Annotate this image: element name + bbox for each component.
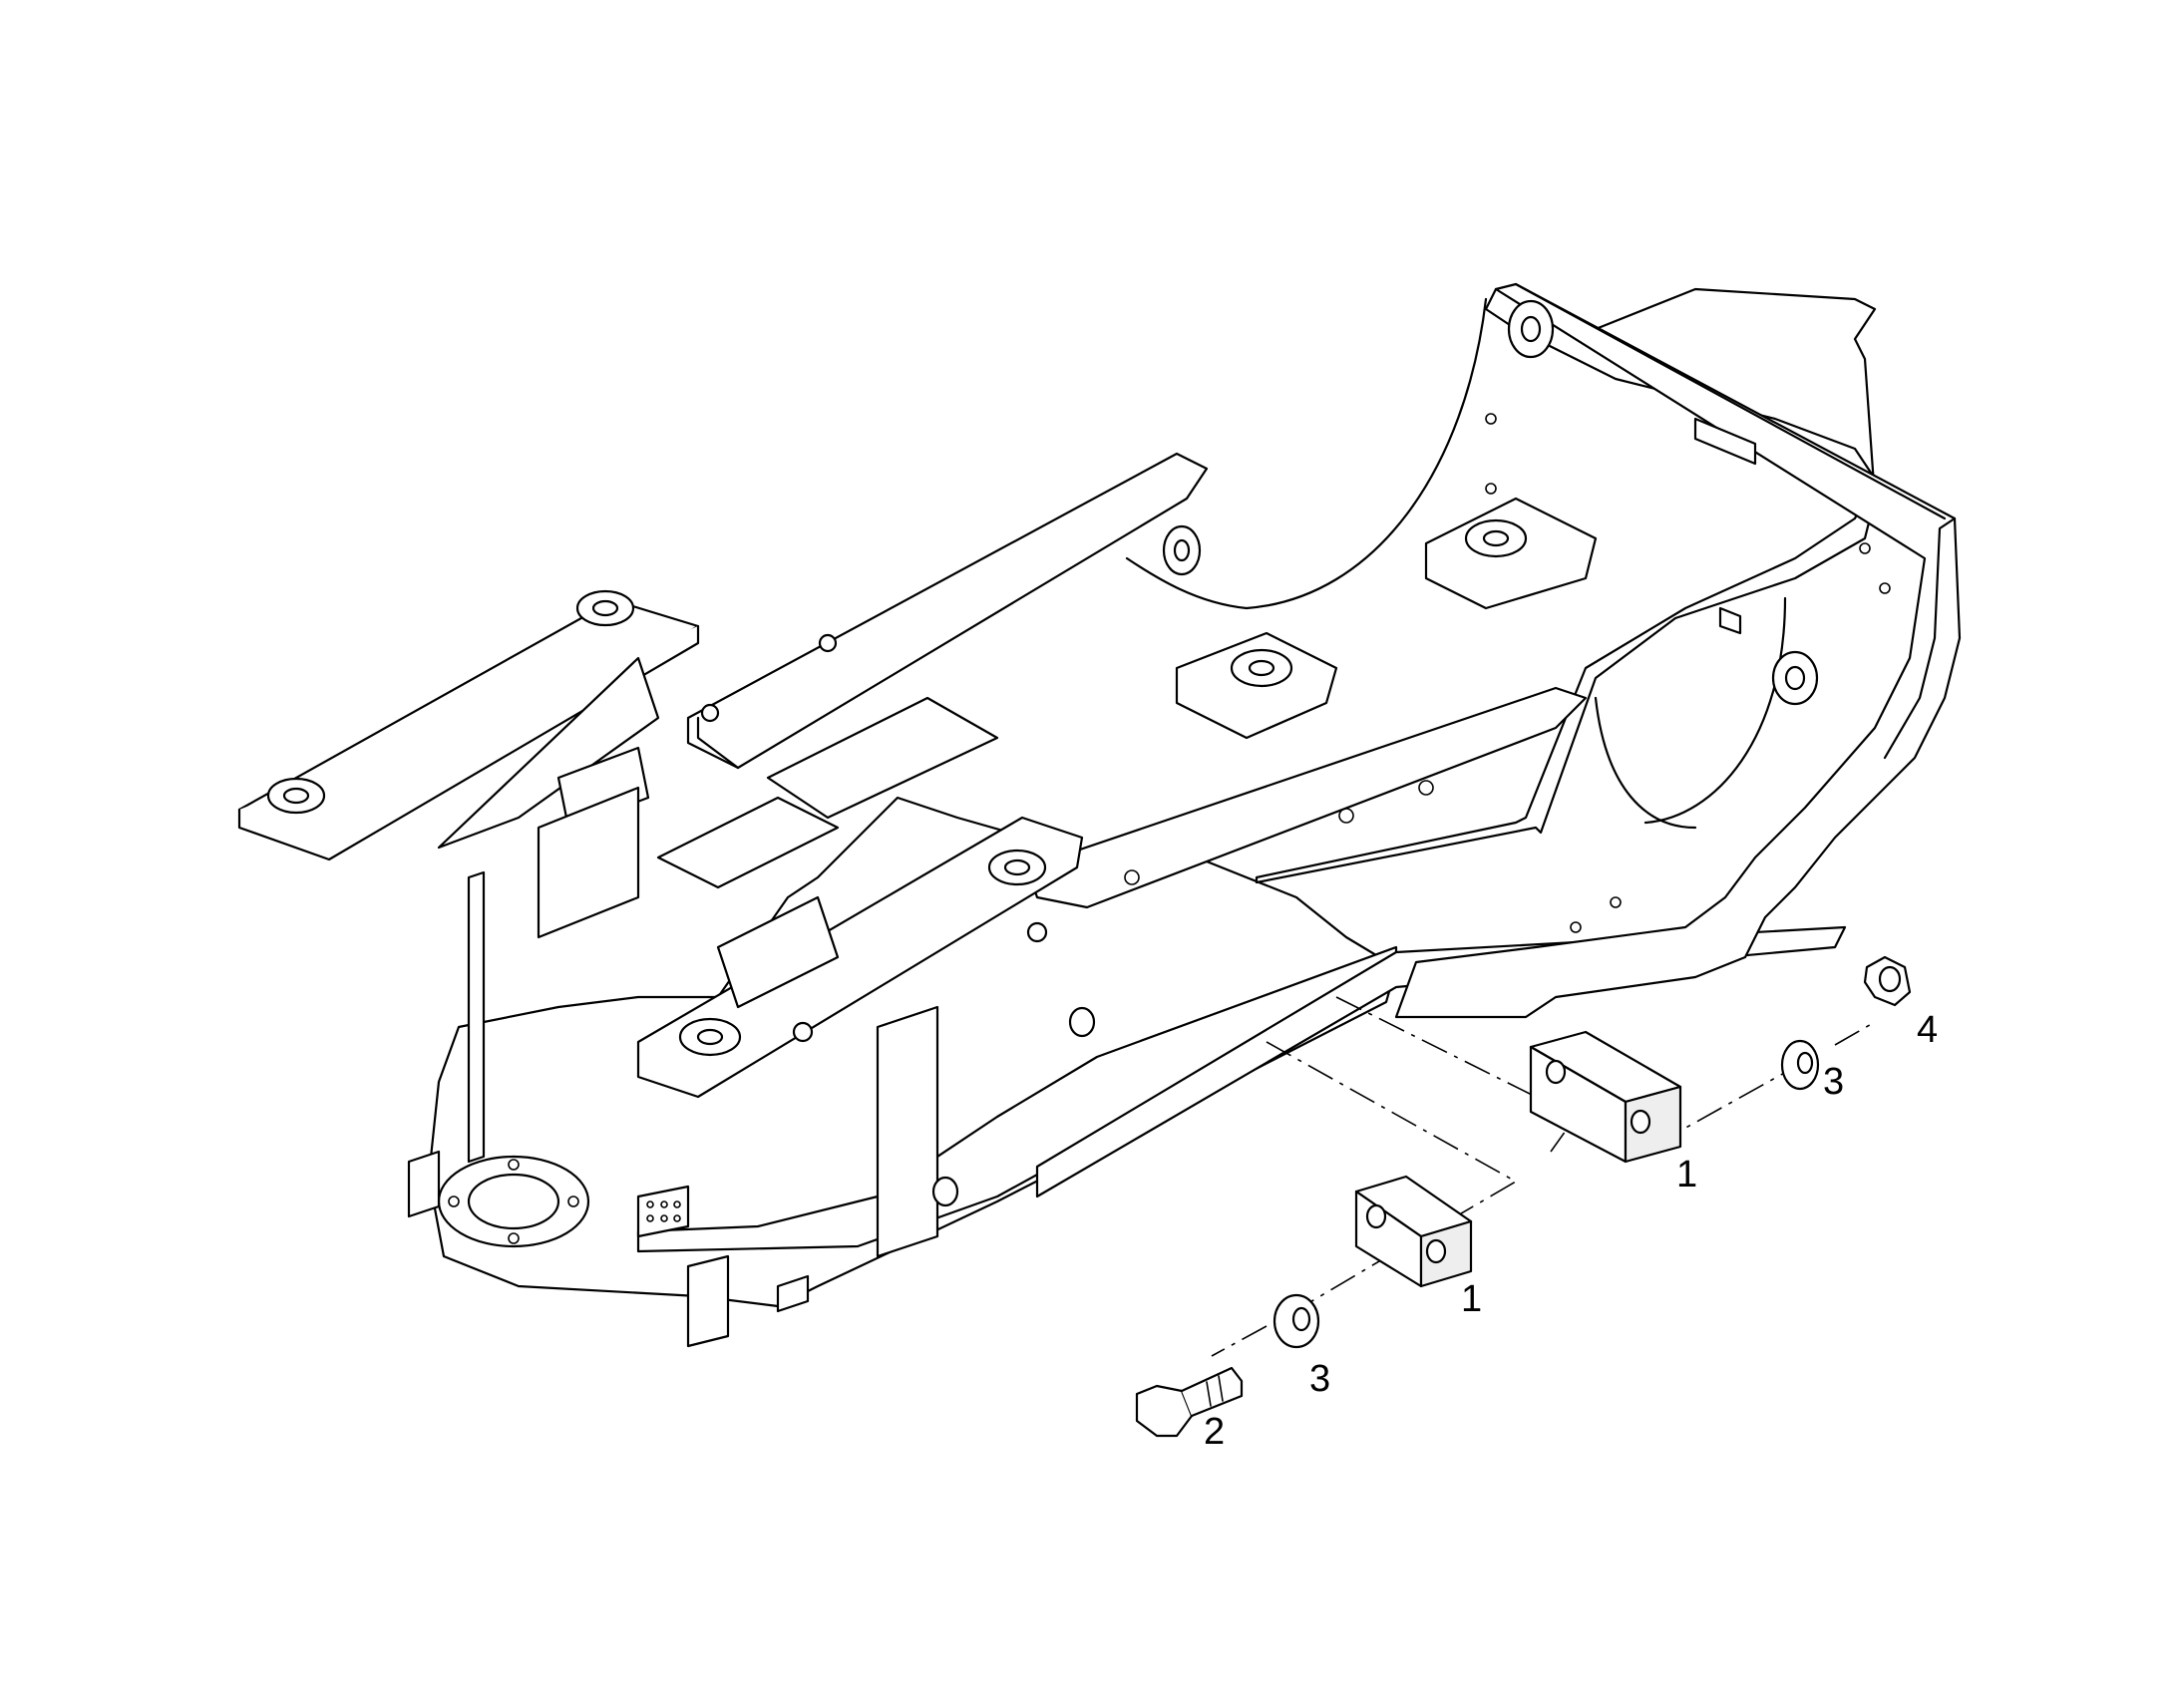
- callout-washer-right: 3: [1823, 1061, 1844, 1103]
- callout-block-right: 1: [1676, 1154, 1697, 1196]
- nut-icon: [1863, 955, 1912, 1007]
- counterweight-block-icon: [1529, 1030, 1682, 1164]
- frame-icon: [237, 282, 1962, 1348]
- callout-block-left: 1: [1461, 1278, 1482, 1320]
- washer-icon: [1780, 1039, 1820, 1091]
- washer-icon: [1272, 1293, 1320, 1349]
- callout-nut: 4: [1917, 1009, 1938, 1051]
- callout-bolt: 2: [1204, 1411, 1225, 1453]
- counterweight-block-icon: [1354, 1175, 1473, 1288]
- callout-washer-left: 3: [1309, 1358, 1330, 1400]
- bolt-icon: [1135, 1366, 1244, 1438]
